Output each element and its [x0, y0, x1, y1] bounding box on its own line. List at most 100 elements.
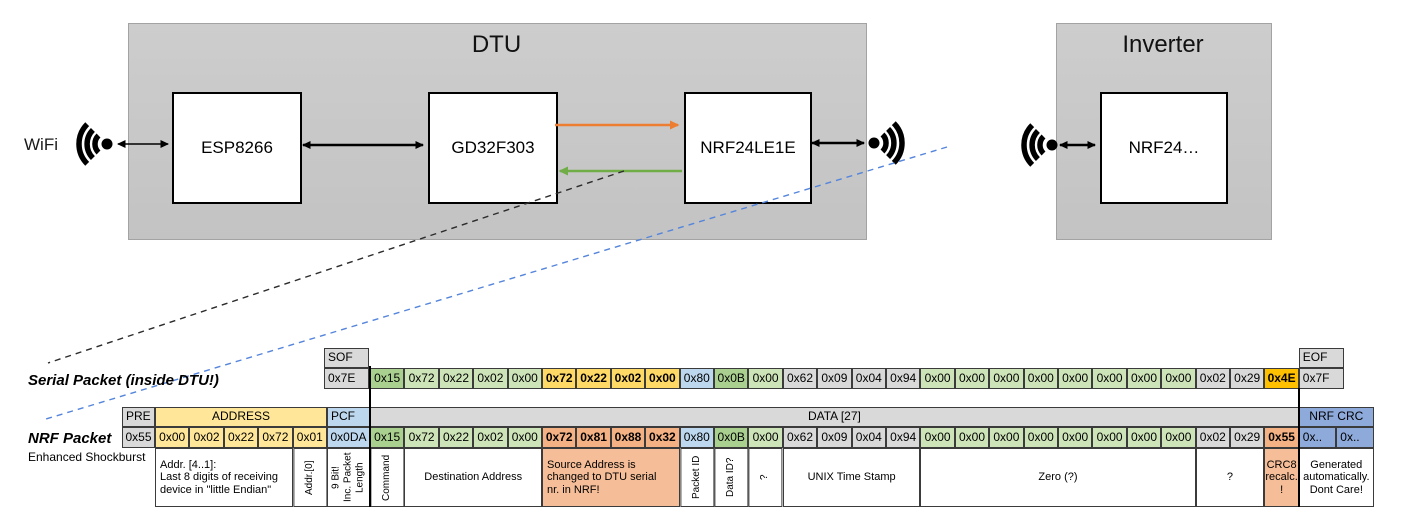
nrf-address-byte-cell: 0x02 — [189, 427, 224, 448]
serial-byte-cell: 0x4E — [1264, 368, 1299, 389]
nrf-pre-header: PRE — [122, 407, 155, 427]
nrf-byte-cell: 0x88 — [610, 427, 646, 448]
nrf-byte-cell: 0x02 — [473, 427, 508, 448]
annotation-cell: Destination Address — [404, 448, 542, 507]
nrf-byte-cell: 0x00 — [507, 427, 542, 448]
serial-byte-cell: 0x72 — [404, 368, 439, 389]
annotation-cell: UNIX Time Stamp — [782, 448, 921, 507]
serial-nrf-align-line-left — [368, 366, 371, 507]
wifi-icon-dtu-left — [76, 122, 113, 166]
nrf-byte-cell: 0x04 — [851, 427, 886, 448]
serial-byte-cell: 0x80 — [679, 368, 714, 389]
serial-byte-cell: 0x22 — [576, 368, 611, 389]
dtu-title: DTU — [471, 31, 522, 58]
enhanced-shockburst-label: Enhanced Shockburst — [28, 450, 146, 464]
serial-byte-cell: 0x29 — [1230, 368, 1265, 389]
annotation-cell: Command — [370, 448, 405, 507]
nrf-byte-cell: 0x72 — [404, 427, 439, 448]
serial-byte-cell: 0x00 — [1058, 368, 1093, 389]
nrf-byte-cell: 0x00 — [748, 427, 783, 448]
annotation-cell: Zero (?) — [920, 448, 1196, 507]
annotation-cell: Packet ID — [679, 448, 714, 507]
nrf-byte-cell: 0x00 — [989, 427, 1024, 448]
nrf-byte-cell: 0x0B — [714, 427, 749, 448]
nrf-byte-cell: 0x32 — [645, 427, 680, 448]
serial-byte-cell: 0x00 — [920, 368, 955, 389]
gd32f303-label: GD32F303 — [451, 138, 535, 157]
nrf-byte-cell: 0x62 — [782, 427, 818, 448]
nrf-crc-header: NRF CRC — [1298, 407, 1374, 427]
nrf-address-byte-cell: 0x00 — [155, 427, 190, 448]
nrf-byte-cell: 0x80 — [679, 427, 714, 448]
nrf-byte-cell: 0x00 — [1058, 427, 1093, 448]
nrf-byte-cell: 0x00 — [1092, 427, 1127, 448]
nrf-address-byte-cell: 0x22 — [223, 427, 259, 448]
serial-byte-cell: 0x00 — [1126, 368, 1162, 389]
nrf-pcf-value: 0x0DA — [327, 427, 370, 448]
serial-byte-cell: 0x00 — [989, 368, 1024, 389]
nrf-byte-cell: 0x22 — [438, 427, 474, 448]
nrf-pre-value: 0x55 — [122, 427, 155, 448]
nrf-byte-cell: 0x15 — [370, 427, 405, 448]
annotation-cell: Data ID? — [714, 448, 749, 507]
serial-byte-cell: 0x00 — [954, 368, 990, 389]
serial-sof-header: SOF — [324, 348, 369, 368]
nrf-crc-byte-cell: 0x.. — [1298, 427, 1337, 448]
serial-eof-value: 0x7F — [1298, 368, 1344, 389]
serial-byte-cell: 0x00 — [645, 368, 680, 389]
serial-byte-cell: 0x02 — [610, 368, 646, 389]
annotation-cell: ? — [1195, 448, 1265, 507]
inverter-nrf24-label: NRF24… — [1128, 138, 1200, 157]
nrf-data-header: DATA [27] — [370, 407, 1299, 427]
serial-byte-cell: 0x09 — [817, 368, 852, 389]
annotation-cell: ? — [748, 448, 783, 507]
serial-byte-cell: 0x00 — [748, 368, 783, 389]
annotation-cell: 9 Bit! Inc. Packet Length — [327, 448, 370, 507]
serial-byte-cell: 0x02 — [1195, 368, 1230, 389]
nrf-packet-label: NRF Packet — [28, 430, 112, 447]
nrf-pcf-header: PCF — [327, 407, 370, 427]
nrf-byte-cell: 0x02 — [1195, 427, 1230, 448]
serial-byte-cell: 0x0B — [714, 368, 749, 389]
nrf-byte-cell: 0x29 — [1230, 427, 1265, 448]
inverter-title: Inverter — [1122, 31, 1204, 58]
serial-byte-cell: 0x94 — [886, 368, 921, 389]
nrf-address-byte-cell: 0x72 — [258, 427, 293, 448]
annotation-cell: Source Address is changed to DTU serial … — [542, 448, 680, 507]
nrf-address-header: ADDRESS — [155, 407, 327, 427]
serial-byte-cell: 0x15 — [370, 368, 405, 389]
serial-byte-cell: 0x00 — [507, 368, 542, 389]
nrf-byte-cell: 0x81 — [576, 427, 611, 448]
annotation-cell: Addr.[0] — [292, 448, 327, 507]
nrf24le1e-box: NRF24LE1E — [684, 92, 812, 204]
nrf-byte-cell: 0x94 — [886, 427, 921, 448]
wifi-icon-inverter — [1021, 123, 1058, 167]
wifi-icon-dtu-right — [868, 121, 905, 165]
serial-byte-cell: 0x00 — [1023, 368, 1058, 389]
annotation-cell: CRC8 recalc. ! — [1264, 448, 1299, 507]
nrf-byte-cell: 0x00 — [1126, 427, 1162, 448]
nrf-address-byte-cell: 0x01 — [292, 427, 327, 448]
nrf24le1e-label: NRF24LE1E — [700, 138, 796, 157]
nrf-byte-cell: 0x55 — [1264, 427, 1299, 448]
nrf-byte-cell: 0x00 — [1023, 427, 1058, 448]
annotation-cell: Generated automatically. Dont Care! — [1298, 448, 1374, 507]
nrf-byte-cell: 0x00 — [954, 427, 990, 448]
serial-byte-cell: 0x72 — [542, 368, 577, 389]
nrf-crc-byte-cell: 0x.. — [1336, 427, 1374, 448]
serial-byte-cell: 0x62 — [782, 368, 818, 389]
serial-sof-value: 0x7E — [324, 368, 369, 389]
serial-byte-cell: 0x00 — [1161, 368, 1196, 389]
serial-packet-label: Serial Packet (inside DTU!) — [28, 372, 219, 389]
nrf-byte-cell: 0x00 — [920, 427, 955, 448]
gd32f303-box: GD32F303 — [428, 92, 558, 204]
nrf-byte-cell: 0x09 — [817, 427, 852, 448]
esp8266-box: ESP8266 — [172, 92, 302, 204]
serial-nrf-align-line-right — [1297, 388, 1300, 507]
serial-byte-cell: 0x22 — [438, 368, 474, 389]
wifi-label: WiFi — [24, 135, 58, 154]
esp8266-label: ESP8266 — [201, 138, 273, 157]
serial-byte-cell: 0x04 — [851, 368, 886, 389]
inverter-nrf24-box: NRF24… — [1100, 92, 1228, 204]
